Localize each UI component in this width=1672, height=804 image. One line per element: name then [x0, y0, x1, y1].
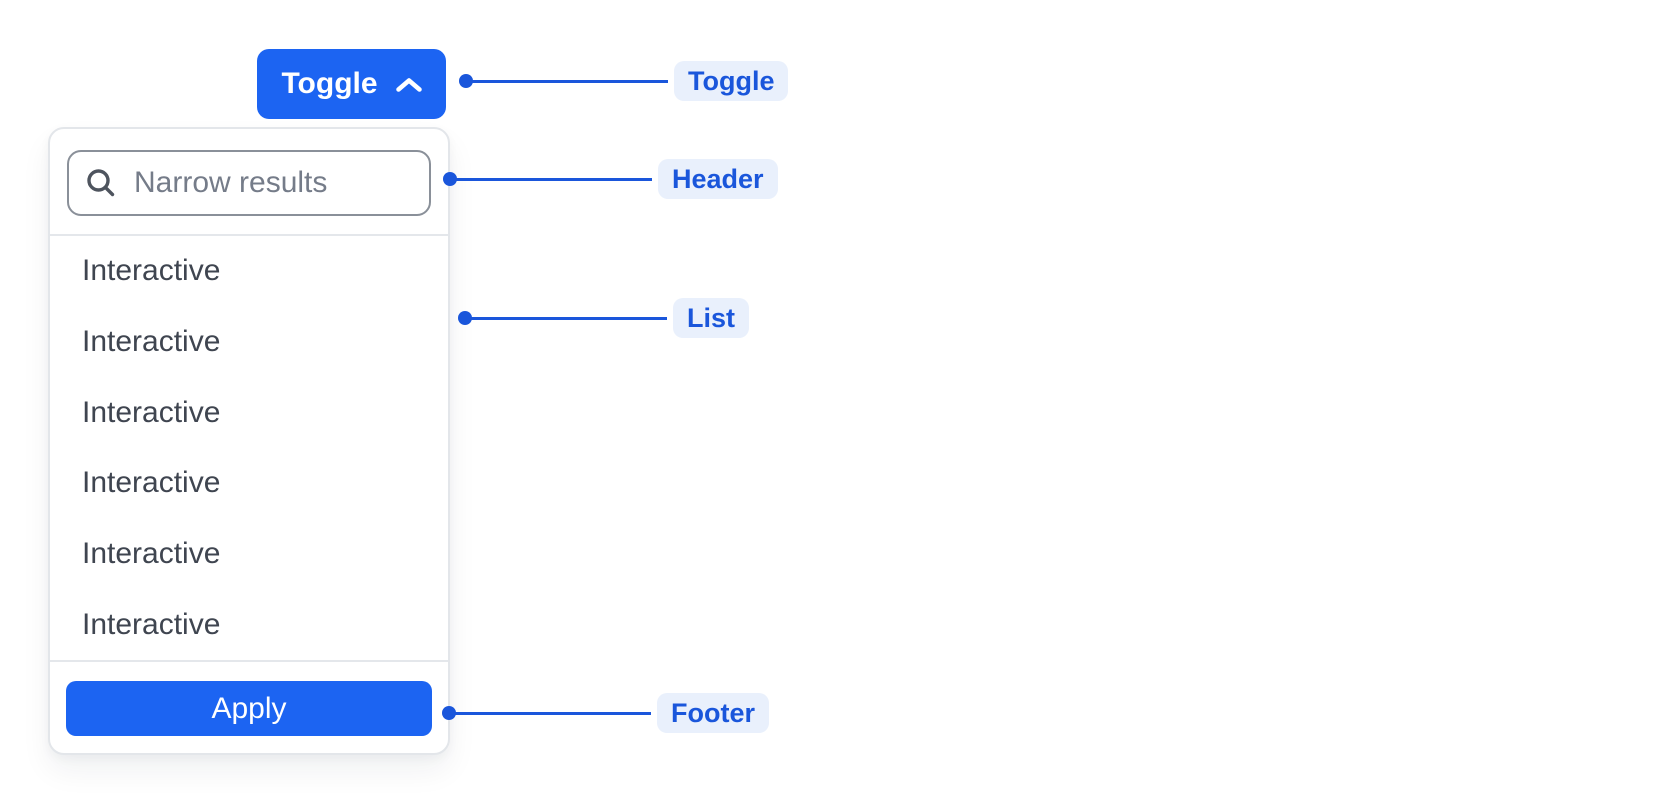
- list-item[interactable]: Interactive: [50, 306, 448, 378]
- annotation-line: [455, 177, 652, 181]
- annotation-label-list: List: [673, 298, 750, 338]
- search-box[interactable]: [67, 150, 431, 216]
- annotation-line: [454, 711, 651, 715]
- chevron-up-icon: [395, 77, 422, 93]
- annotation-label-toggle: Toggle: [674, 61, 789, 101]
- list-item[interactable]: Interactive: [50, 518, 448, 590]
- toggle-button[interactable]: Toggle: [257, 49, 446, 119]
- annotation-line: [471, 79, 668, 83]
- dropdown-panel: Interactive Interactive Interactive Inte…: [48, 127, 450, 755]
- annotation-label-header: Header: [658, 159, 778, 199]
- search-icon: [87, 169, 115, 197]
- toggle-button-label: Toggle: [281, 67, 378, 100]
- list-item[interactable]: Interactive: [50, 589, 448, 660]
- annotation-dot: [443, 172, 457, 186]
- dropdown-header: [50, 129, 448, 236]
- annotation-footer: Footer: [442, 693, 769, 733]
- annotation-header: Header: [443, 159, 778, 199]
- annotation-label-footer: Footer: [657, 693, 769, 733]
- dropdown-list: Interactive Interactive Interactive Inte…: [50, 236, 448, 660]
- dropdown-footer: Apply: [50, 660, 448, 753]
- search-input[interactable]: [132, 165, 413, 201]
- annotation-dot: [442, 706, 456, 720]
- apply-button[interactable]: Apply: [66, 681, 432, 736]
- annotation-list: List: [458, 298, 750, 338]
- annotation-dot: [458, 311, 472, 325]
- list-item[interactable]: Interactive: [50, 377, 448, 449]
- list-item[interactable]: Interactive: [50, 448, 448, 519]
- list-item[interactable]: Interactive: [50, 236, 448, 307]
- annotation-line: [470, 316, 667, 320]
- annotation-toggle: Toggle: [459, 61, 789, 101]
- annotation-dot: [459, 74, 473, 88]
